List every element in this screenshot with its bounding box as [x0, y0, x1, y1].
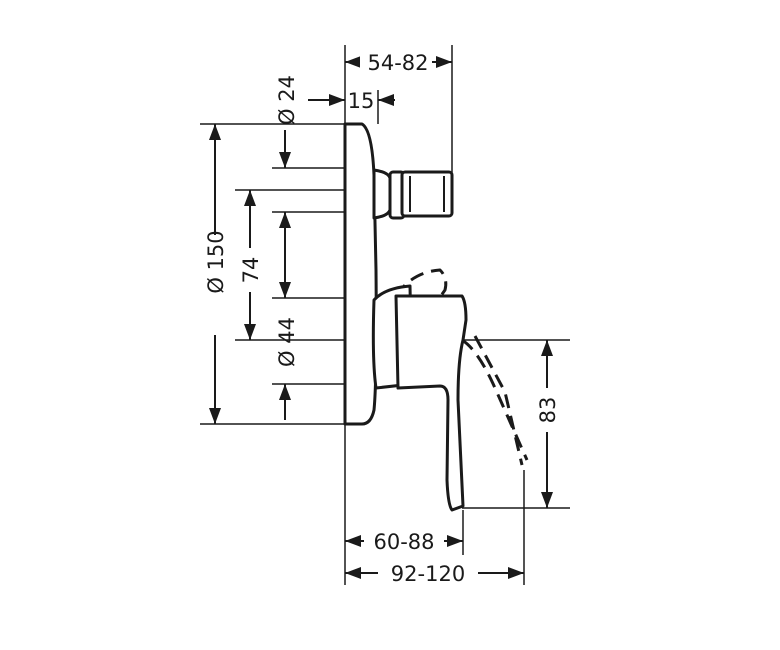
label-handle-swing-depth: 92-120: [391, 562, 465, 586]
outlet-neck: [372, 168, 392, 220]
handle-swing-lever: [461, 338, 529, 461]
outlet-body: [400, 170, 454, 218]
wall-plate: [343, 122, 378, 426]
handle-swing-outline: [394, 268, 448, 302]
mixer-body: [343, 122, 529, 512]
dimension-labels: 54-82 15 Ø 24 Ø 150 74 Ø 44 83 60-88 92-…: [204, 50, 560, 586]
label-total-depth: 54-82: [367, 51, 428, 75]
label-outlet-spacing: 74: [239, 257, 263, 284]
label-outlet-diameter: Ø 24: [275, 75, 299, 125]
label-plate-diameter: Ø 150: [204, 230, 228, 293]
handle-lever: [394, 294, 468, 512]
label-handle-depth: 60-88: [373, 530, 434, 554]
label-plate-offset: 15: [348, 89, 375, 113]
label-handle-height: 83: [536, 397, 560, 424]
label-handle-diameter: Ø 44: [275, 317, 299, 367]
